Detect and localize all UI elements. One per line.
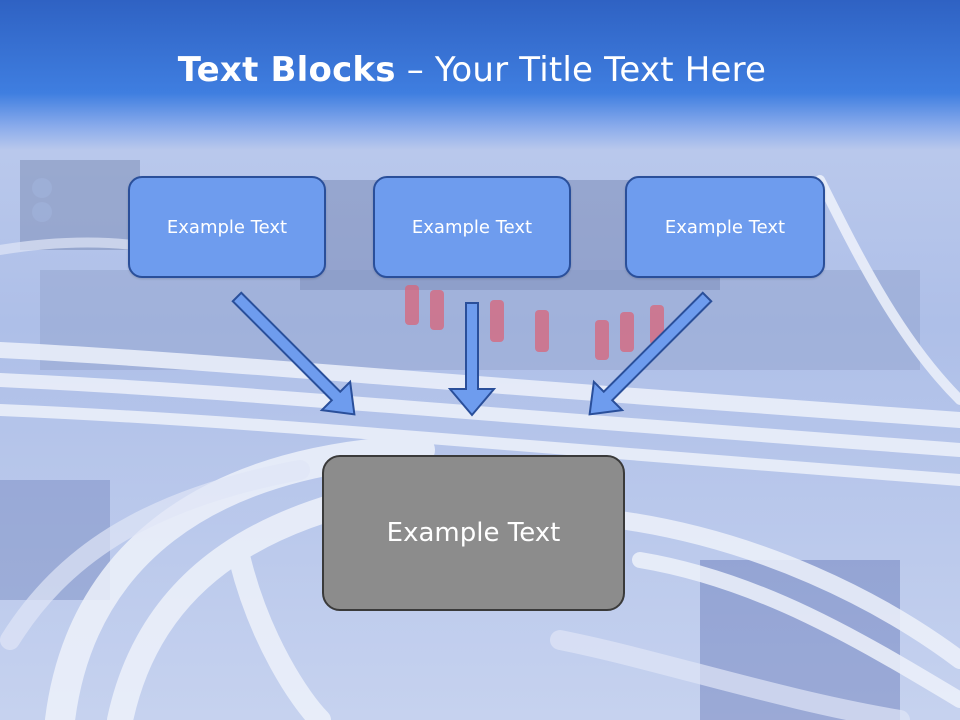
- text-box-1: Example Text: [128, 176, 326, 278]
- slide-title: Text Blocks – Your Title Text Here: [0, 50, 944, 90]
- text-box-2: Example Text: [373, 176, 571, 278]
- arrow-right: [588, 291, 713, 416]
- title-band: [0, 0, 960, 150]
- title-dash: –: [395, 50, 435, 90]
- text-box-3: Example Text: [625, 176, 825, 278]
- arrow-left: [231, 291, 356, 416]
- title-rest: Your Title Text Here: [434, 50, 767, 90]
- center-text-box: Example Text: [322, 455, 625, 611]
- title-bold-part: Text Blocks: [177, 50, 396, 90]
- arrow-center: [447, 302, 497, 417]
